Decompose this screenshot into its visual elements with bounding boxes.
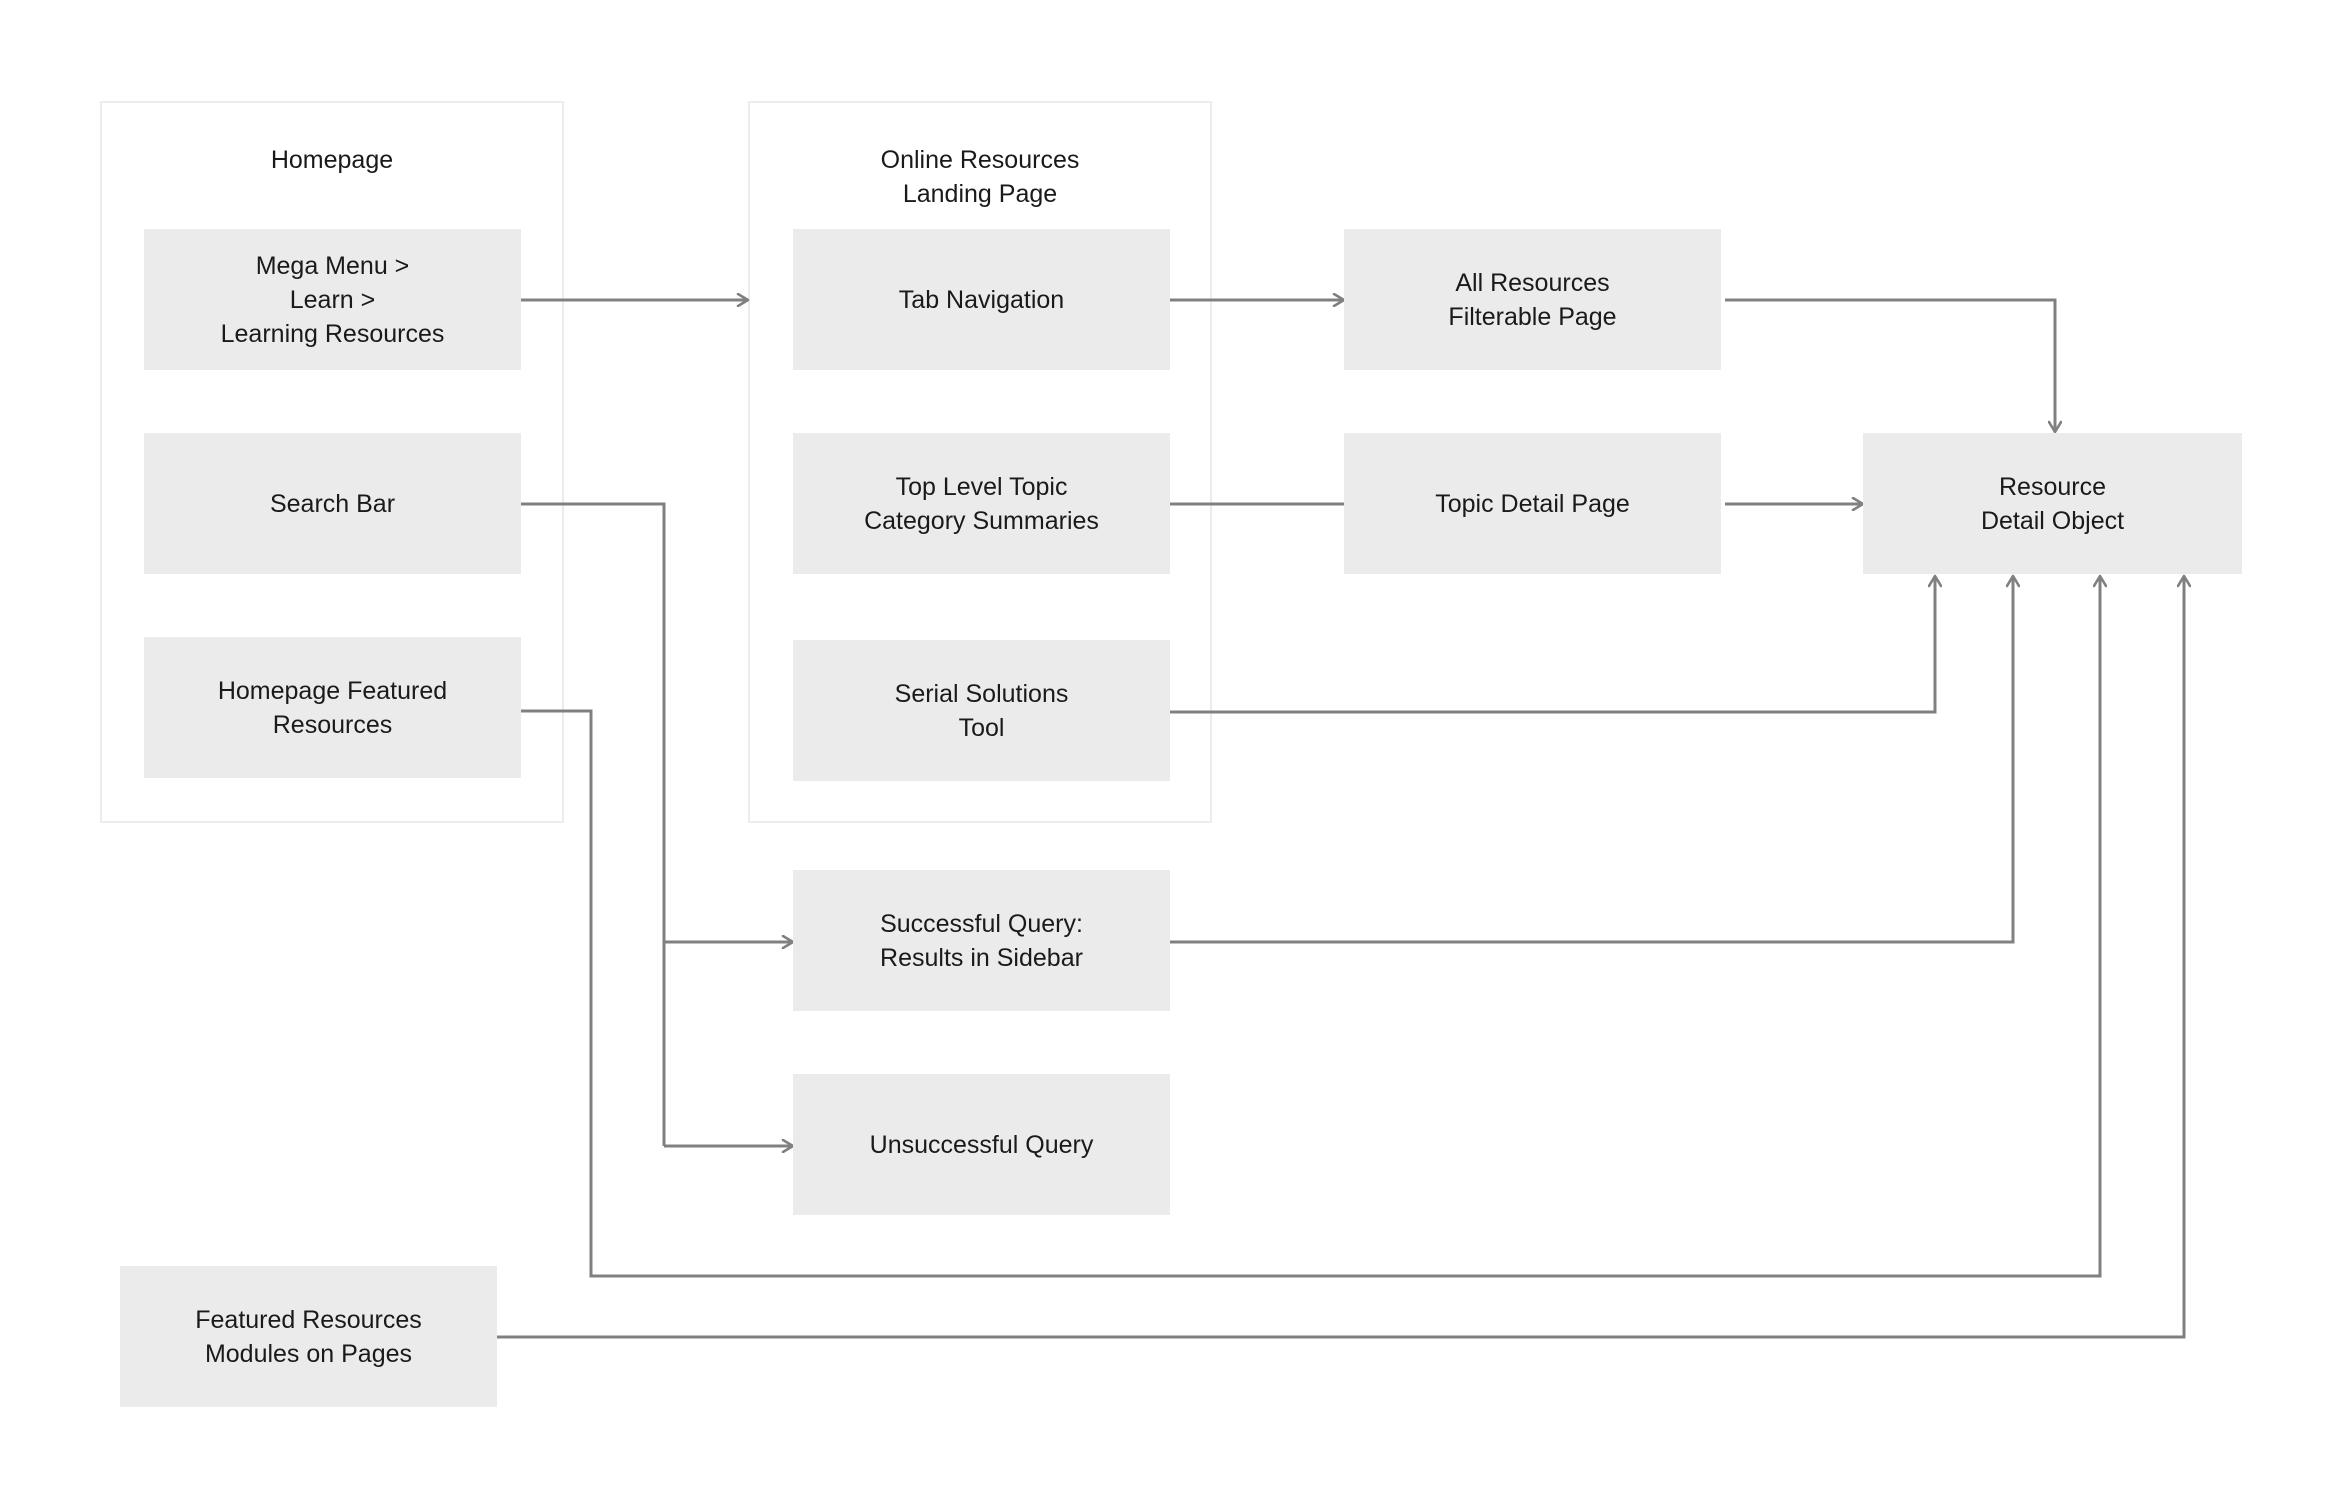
node-serial-solutions-tool: Serial Solutions Tool [793,640,1170,781]
node-featured-resources-modules: Featured Resources Modules on Pages [120,1266,497,1407]
connector-serial-solutions-to-resource-detail [1170,576,1935,714]
node-successful-query: Successful Query: Results in Sidebar [793,870,1170,1011]
node-unsuccessful-query: Unsuccessful Query [793,1074,1170,1215]
node-resource-detail-object: Resource Detail Object [1863,433,2242,574]
node-top-level-topic: Top Level Topic Category Summaries [793,433,1170,574]
node-mega-menu: Mega Menu > Learn > Learning Resources [144,229,521,370]
connector-homepage-featured-to-resource-detail [520,576,2100,1278]
connector-featured-modules-to-resource-detail [497,576,2184,1339]
homepage-group-title: Homepage [270,146,394,174]
node-homepage-featured-resources: Homepage Featured Resources [144,637,521,778]
node-all-resources: All Resources Filterable Page [1344,229,1721,370]
connector-search-bar-trunk [520,502,666,1146]
node-topic-detail-page: Topic Detail Page [1344,433,1721,574]
connector-successful-query-to-resource-detail [1170,576,2013,944]
node-search-bar: Search Bar [144,433,521,574]
node-tab-navigation: Tab Navigation [793,229,1170,370]
landing-page-group-title: Online Resources Landing Page [880,146,1080,208]
connector-all-resources-to-resource-detail [1725,298,2055,432]
